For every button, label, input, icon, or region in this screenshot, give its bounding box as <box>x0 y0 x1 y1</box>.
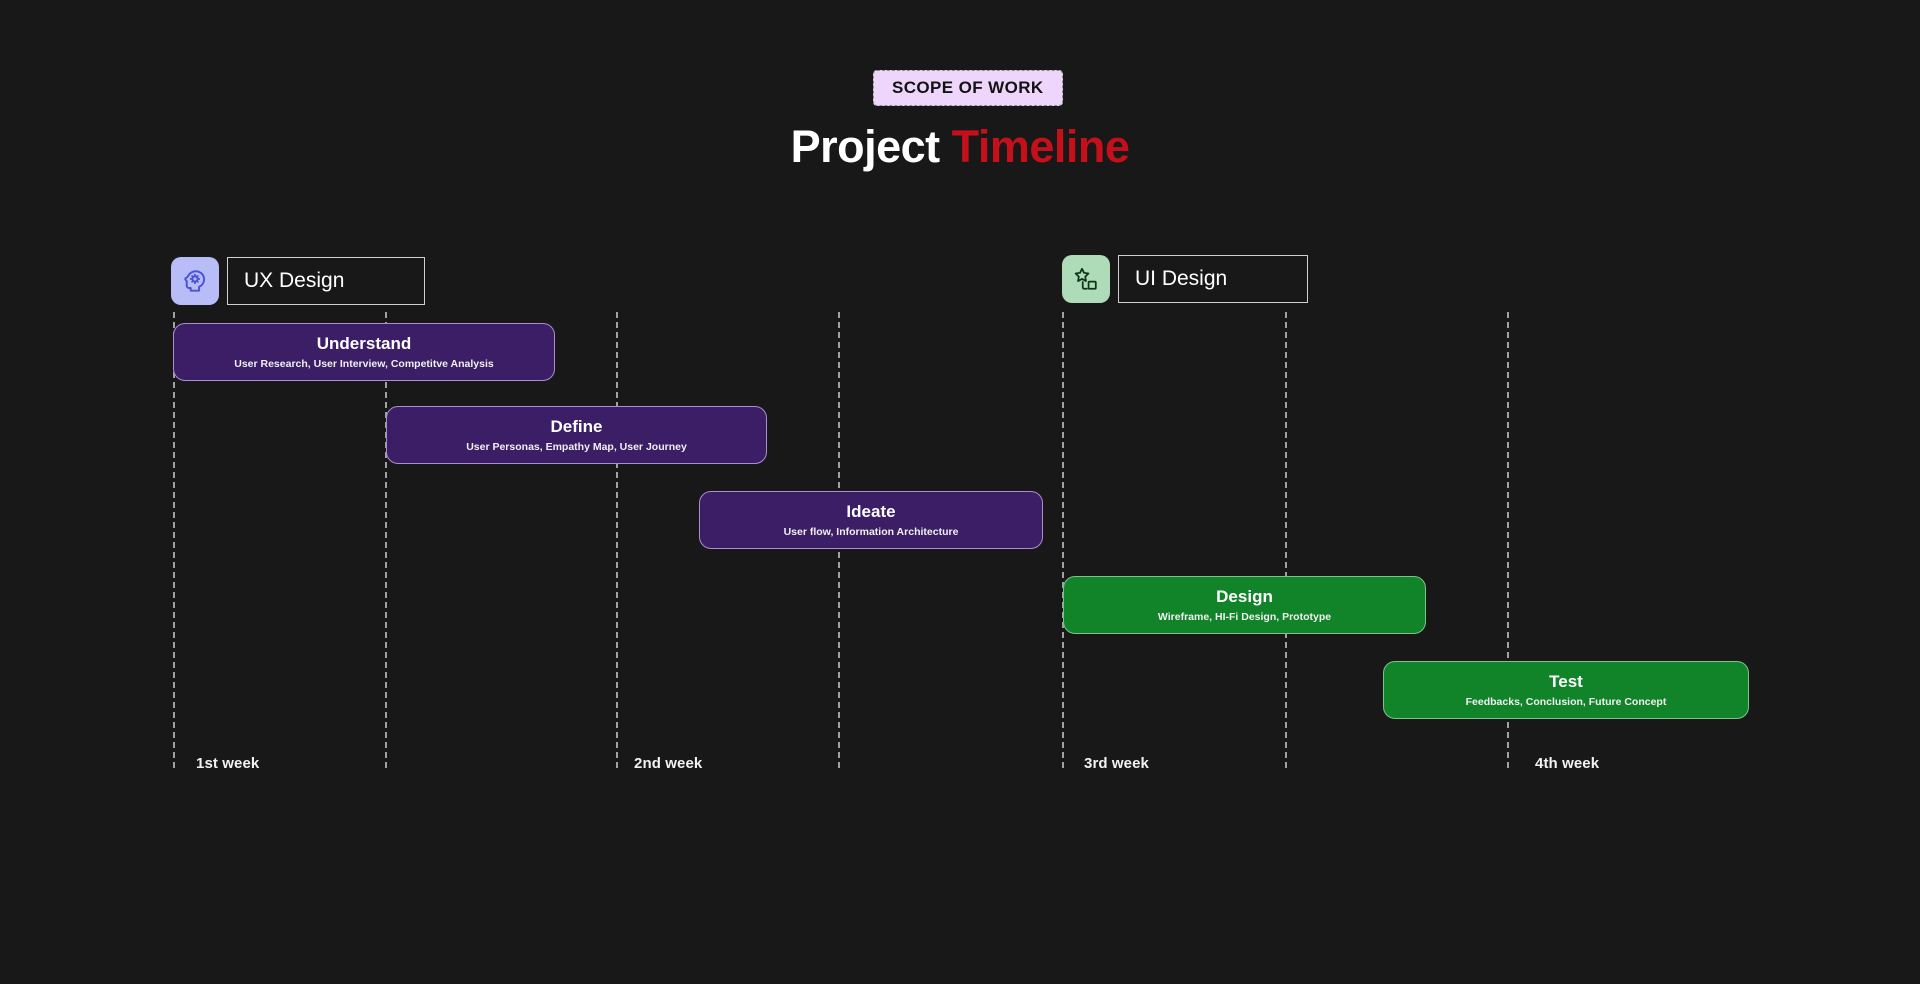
shapes-star-icon <box>1062 255 1110 303</box>
page-title-primary: Project <box>790 121 941 172</box>
task-title: Define <box>550 417 603 437</box>
task-subtitle: Feedbacks, Conclusion, Future Concept <box>1465 695 1667 708</box>
week-label-4: 4th week <box>1535 755 1600 772</box>
task-subtitle: User flow, Information Architecture <box>783 525 959 538</box>
page-title-accent: Timeline <box>951 121 1130 172</box>
scope-of-work-badge: SCOPE OF WORK <box>873 70 1063 106</box>
phase-header-ux[interactable]: UX Design <box>171 257 425 305</box>
gridline-2 <box>385 312 387 768</box>
phase-label-ui: UI Design <box>1118 255 1308 303</box>
task-subtitle: User Research, User Interview, Competitv… <box>234 357 494 370</box>
gridline-1 <box>173 312 175 768</box>
page-title: Project Timeline <box>0 120 1920 174</box>
task-title: Understand <box>316 334 412 354</box>
task-title: Test <box>1549 672 1583 692</box>
task-title: Design <box>1216 587 1273 607</box>
task-subtitle: Wireframe, HI-Fi Design, Prototype <box>1157 610 1332 623</box>
task-title: Ideate <box>846 502 896 522</box>
task-subtitle: User Personas, Empathy Map, User Journey <box>466 440 687 453</box>
week-label-2: 2nd week <box>634 755 703 772</box>
phase-label-ux: UX Design <box>227 257 425 305</box>
week-label-1: 1st week <box>196 755 260 772</box>
gridline-5 <box>1062 312 1064 768</box>
gridline-3 <box>616 312 618 768</box>
head-gear-icon <box>171 257 219 305</box>
week-label-3: 3rd week <box>1084 755 1150 772</box>
gridline-7 <box>1507 312 1509 768</box>
gridline-6 <box>1285 312 1287 768</box>
phase-header-ui[interactable]: UI Design <box>1062 255 1308 303</box>
